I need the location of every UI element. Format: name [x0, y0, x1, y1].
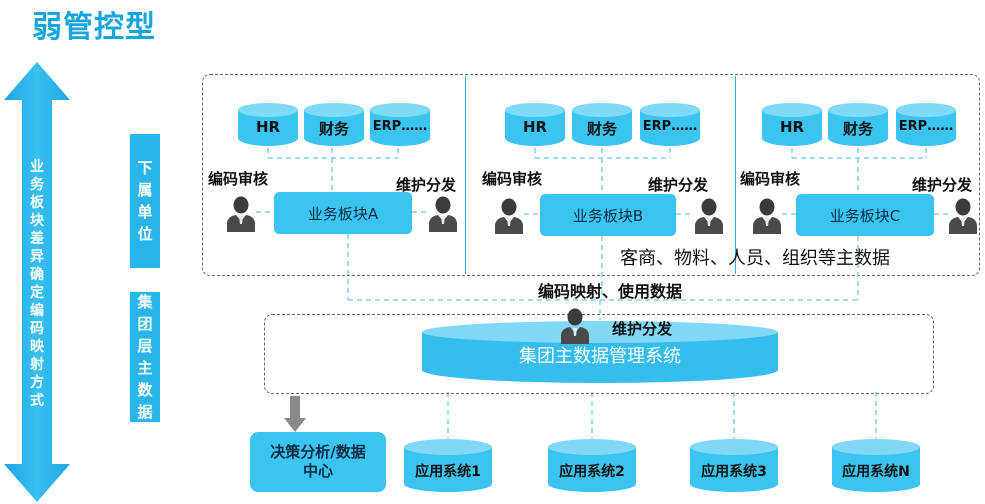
business-unit-a: 业务板块A [274, 192, 412, 234]
db-cylinder [640, 103, 700, 146]
master-maintain-label: 维护分发 [612, 320, 673, 338]
maintain-distribute-label: 维护分发 [396, 176, 457, 194]
decision-center: 决策分析/数据中心 [250, 432, 386, 492]
panel-separator [465, 76, 466, 274]
user-icon [753, 198, 781, 234]
db-label: 财务 [842, 120, 873, 138]
db-cylinder [832, 439, 920, 492]
db-cylinder [572, 103, 632, 146]
db-cylinder [404, 439, 492, 492]
code-review-label: 编码审核 [482, 170, 543, 188]
app-system-label: 应用系统3 [701, 464, 767, 480]
db-cylinder [548, 439, 636, 492]
user-icon [695, 198, 723, 234]
db-cylinder [505, 103, 565, 146]
db-cylinder [828, 103, 888, 146]
db-cylinder [896, 103, 956, 146]
tag-group-master: 集团层主数据 [130, 292, 160, 422]
db-label: 财务 [586, 120, 617, 138]
subsidiary-container [202, 74, 980, 276]
user-icon [561, 308, 589, 344]
code-review-label: 编码审核 [740, 170, 801, 188]
business-unit-c: 业务板块C [796, 194, 934, 236]
db-label: HR [779, 118, 805, 136]
user-icon [949, 198, 977, 234]
app-system-label: 应用系统2 [559, 464, 625, 480]
db-cylinder [690, 439, 778, 492]
db-cylinder [762, 103, 822, 146]
panel-separator [735, 76, 736, 274]
user-icon [495, 198, 523, 234]
user-icon [227, 196, 255, 232]
db-label: ERP…… [642, 119, 698, 134]
db-label: 财务 [318, 120, 349, 138]
mapping-label: 编码映射、使用数据 [538, 282, 683, 301]
db-cylinder [238, 103, 298, 146]
db-label: ERP…… [372, 119, 428, 134]
master-data-note: 客商、物料、人员、组织等主数据 [620, 248, 890, 269]
app-system-label: 应用系统N [842, 464, 910, 480]
db-label: HR [522, 118, 548, 136]
db-cylinder [304, 103, 364, 146]
maintain-distribute-label: 维护分发 [648, 176, 709, 194]
db-cylinder [370, 103, 430, 146]
master-system-cylinder [422, 321, 778, 383]
app-system-label: 应用系统1 [415, 464, 481, 480]
db-label: HR [255, 118, 281, 136]
tag-subsidiary: 下属单位 [130, 134, 160, 268]
db-label: ERP…… [898, 119, 954, 134]
business-unit-b: 业务板块B [540, 194, 676, 236]
user-icon [429, 196, 457, 232]
page-title: 弱管控型 [32, 10, 156, 45]
code-review-label: 编码审核 [208, 170, 269, 188]
down-arrow-icon [284, 396, 306, 432]
vertical-double-arrow [4, 62, 70, 502]
master-system-label: 集团主数据管理系统 [519, 346, 681, 367]
side-arrow-label: 业务板块差异确定编码映射方式 [30, 159, 44, 409]
maintain-distribute-label: 维护分发 [912, 176, 973, 194]
group-container [264, 314, 934, 394]
